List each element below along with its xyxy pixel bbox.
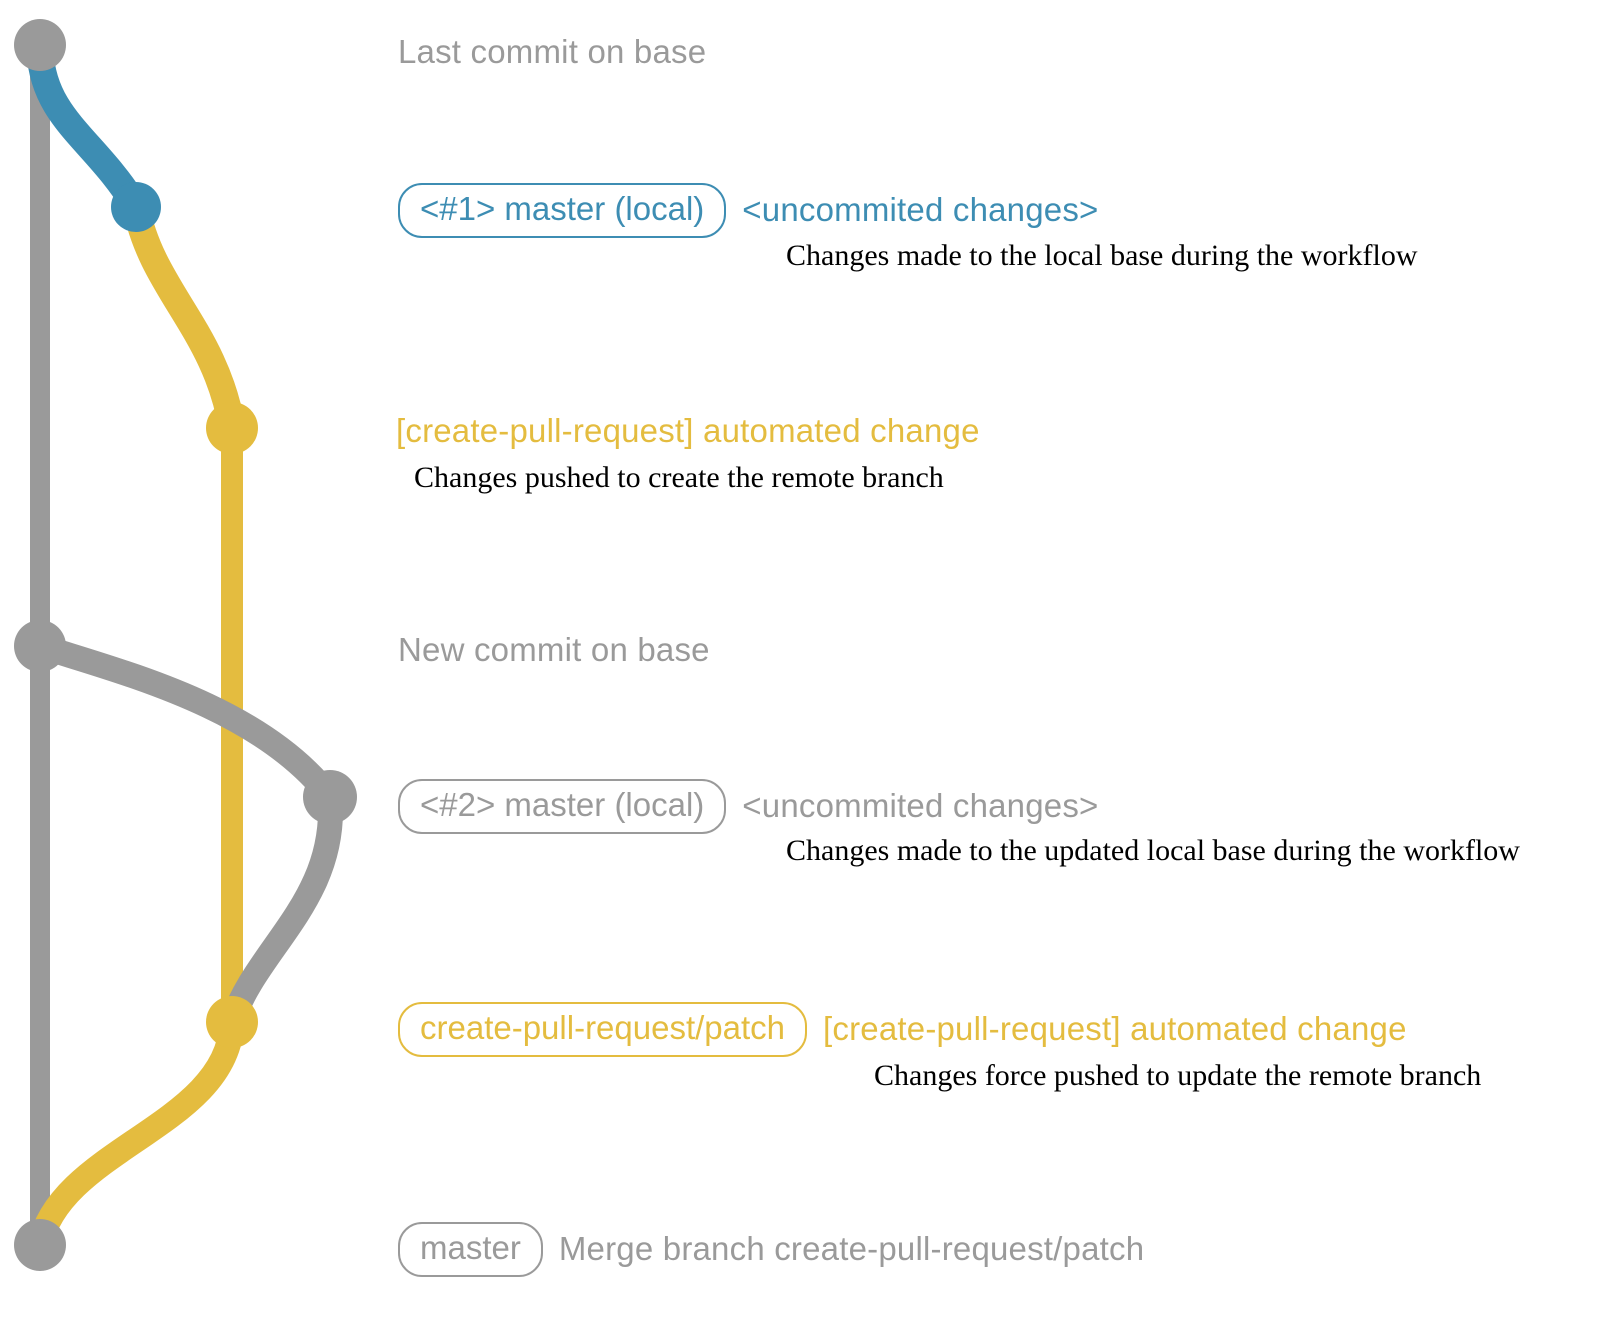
edge-base-to-local1 — [26, 38, 150, 221]
branch-pill-master[interactable]: master — [398, 1222, 543, 1277]
label-new-commit-on-base: New commit on base — [398, 631, 710, 668]
edge-local1-to-patch1 — [122, 193, 246, 442]
commit-message-create-pull-request-patch: [create-pull-request] automated change — [823, 1010, 1407, 1048]
label-last-commit-on-base: Last commit on base — [398, 33, 707, 70]
commit-note-master-local-2: Changes made to the updated local base d… — [786, 834, 1520, 867]
commit-node-automated-change-1[interactable] — [206, 402, 258, 454]
row-master-local-2: <#2> master (local) <uncommited changes> — [398, 779, 1099, 834]
branch-pill-master-local-1[interactable]: <#1> master (local) — [398, 183, 727, 238]
commit-message-master-local-1: <uncommited changes> — [742, 191, 1099, 229]
branch-pill-master-local-2[interactable]: <#2> master (local) — [398, 779, 727, 834]
edge-patch2-to-master — [27, 1009, 245, 1258]
commit-note-automated-change-1: Changes pushed to create the remote bran… — [414, 461, 944, 494]
row-master-merge: master Merge branch create-pull-request/… — [398, 1222, 1144, 1277]
commit-node-new-commit-on-base[interactable] — [14, 620, 66, 672]
edge-local2-to-patch2 — [219, 784, 344, 1035]
edge-base2-to-local2 — [27, 633, 343, 810]
row-master-local-1: <#1> master (local) <uncommited changes> — [398, 183, 1099, 238]
commit-message-master-merge: Merge branch create-pull-request/patch — [558, 1230, 1145, 1268]
git-graph — [14, 19, 357, 1271]
commit-node-last-commit-on-base[interactable] — [14, 19, 66, 71]
branch-pill-create-pull-request-patch[interactable]: create-pull-request/patch — [398, 1002, 808, 1057]
row-create-pull-request-patch: create-pull-request/patch [create-pull-r… — [398, 1002, 1407, 1057]
commit-node-master-merge[interactable] — [14, 1219, 66, 1271]
label-automated-change-1: [create-pull-request] automated change — [396, 412, 980, 449]
commit-note-create-pull-request-patch: Changes force pushed to update the remot… — [874, 1059, 1482, 1092]
commit-node-master-local-1[interactable] — [111, 182, 161, 232]
commit-note-master-local-1: Changes made to the local base during th… — [786, 239, 1418, 272]
commit-message-master-local-2: <uncommited changes> — [742, 787, 1099, 825]
commit-node-master-local-2[interactable] — [303, 770, 357, 824]
commit-node-create-pull-request-patch[interactable] — [206, 996, 258, 1048]
